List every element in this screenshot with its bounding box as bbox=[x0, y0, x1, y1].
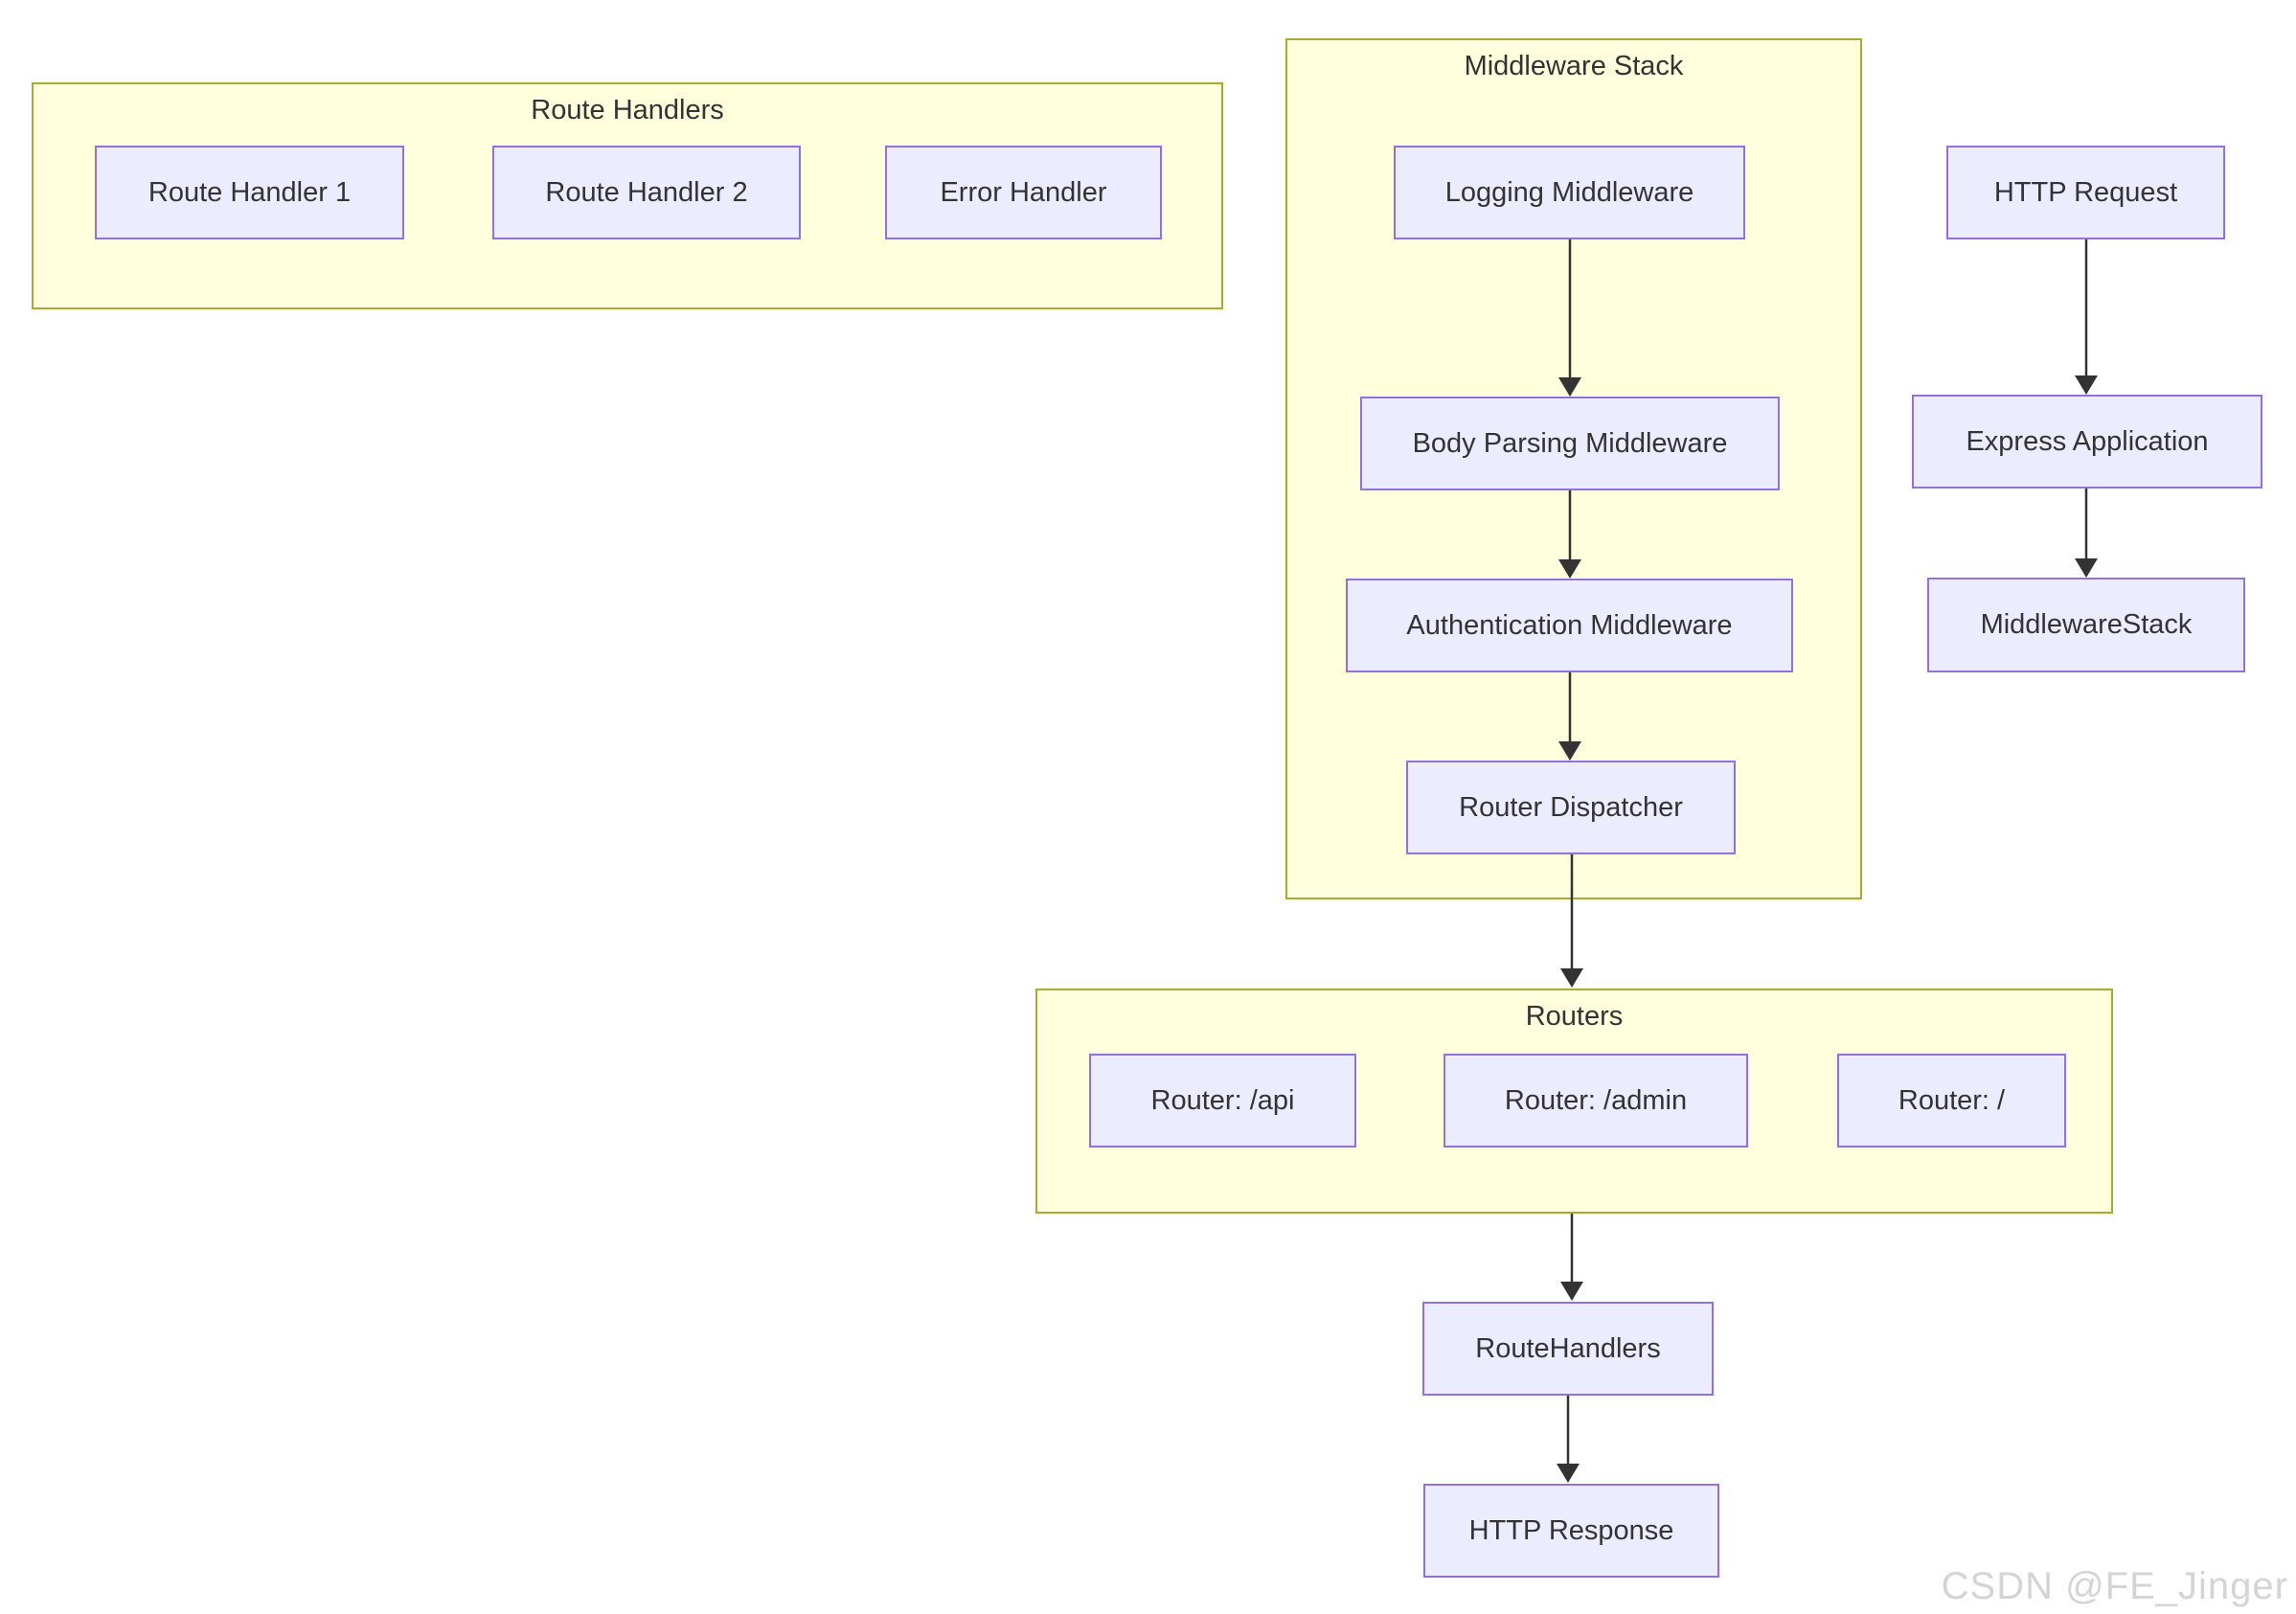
node-route-handler-2: Route Handler 2 bbox=[492, 146, 801, 239]
node-label: HTTP Request bbox=[1993, 176, 2178, 208]
node-label: Router: /admin bbox=[1504, 1084, 1688, 1116]
node-label: Route Handler 2 bbox=[545, 176, 748, 208]
node-error-handler: Error Handler bbox=[885, 146, 1162, 239]
node-middlewarestack: MiddlewareStack bbox=[1927, 578, 2245, 672]
node-label: Route Handler 1 bbox=[148, 176, 352, 208]
node-router-admin: Router: /admin bbox=[1444, 1054, 1748, 1148]
node-route-handler-1: Route Handler 1 bbox=[95, 146, 404, 239]
node-router-root: Router: / bbox=[1837, 1054, 2066, 1148]
node-router-api: Router: /api bbox=[1089, 1054, 1356, 1148]
node-label: MiddlewareStack bbox=[1980, 609, 2193, 640]
node-body-parsing-middleware: Body Parsing Middleware bbox=[1360, 397, 1780, 490]
node-label: Express Application bbox=[1966, 425, 2209, 457]
node-http-request: HTTP Request bbox=[1946, 146, 2225, 239]
node-label: RouteHandlers bbox=[1475, 1332, 1661, 1364]
node-routehandlers: RouteHandlers bbox=[1422, 1302, 1714, 1396]
node-label: Logging Middleware bbox=[1444, 176, 1694, 208]
watermark: CSDN @FE_Jinger bbox=[1941, 1565, 2288, 1607]
node-label: Body Parsing Middleware bbox=[1412, 427, 1728, 459]
node-label: Router Dispatcher bbox=[1459, 791, 1683, 823]
node-label: Authentication Middleware bbox=[1406, 609, 1733, 641]
subgraph-title-middleware-stack: Middleware Stack bbox=[1464, 51, 1684, 81]
node-router-dispatcher: Router Dispatcher bbox=[1406, 761, 1736, 854]
node-logging-middleware: Logging Middleware bbox=[1394, 146, 1745, 239]
node-http-response: HTTP Response bbox=[1423, 1484, 1719, 1578]
node-authentication-middleware: Authentication Middleware bbox=[1346, 579, 1793, 672]
node-label: Router: /api bbox=[1150, 1084, 1295, 1116]
node-label: Router: / bbox=[1898, 1084, 2006, 1116]
node-label: Error Handler bbox=[940, 176, 1107, 208]
node-express-application: Express Application bbox=[1912, 395, 2262, 489]
node-label: HTTP Response bbox=[1468, 1514, 1674, 1546]
subgraph-title-route-handlers: Route Handlers bbox=[531, 95, 724, 125]
subgraph-title-routers: Routers bbox=[1525, 1001, 1624, 1032]
